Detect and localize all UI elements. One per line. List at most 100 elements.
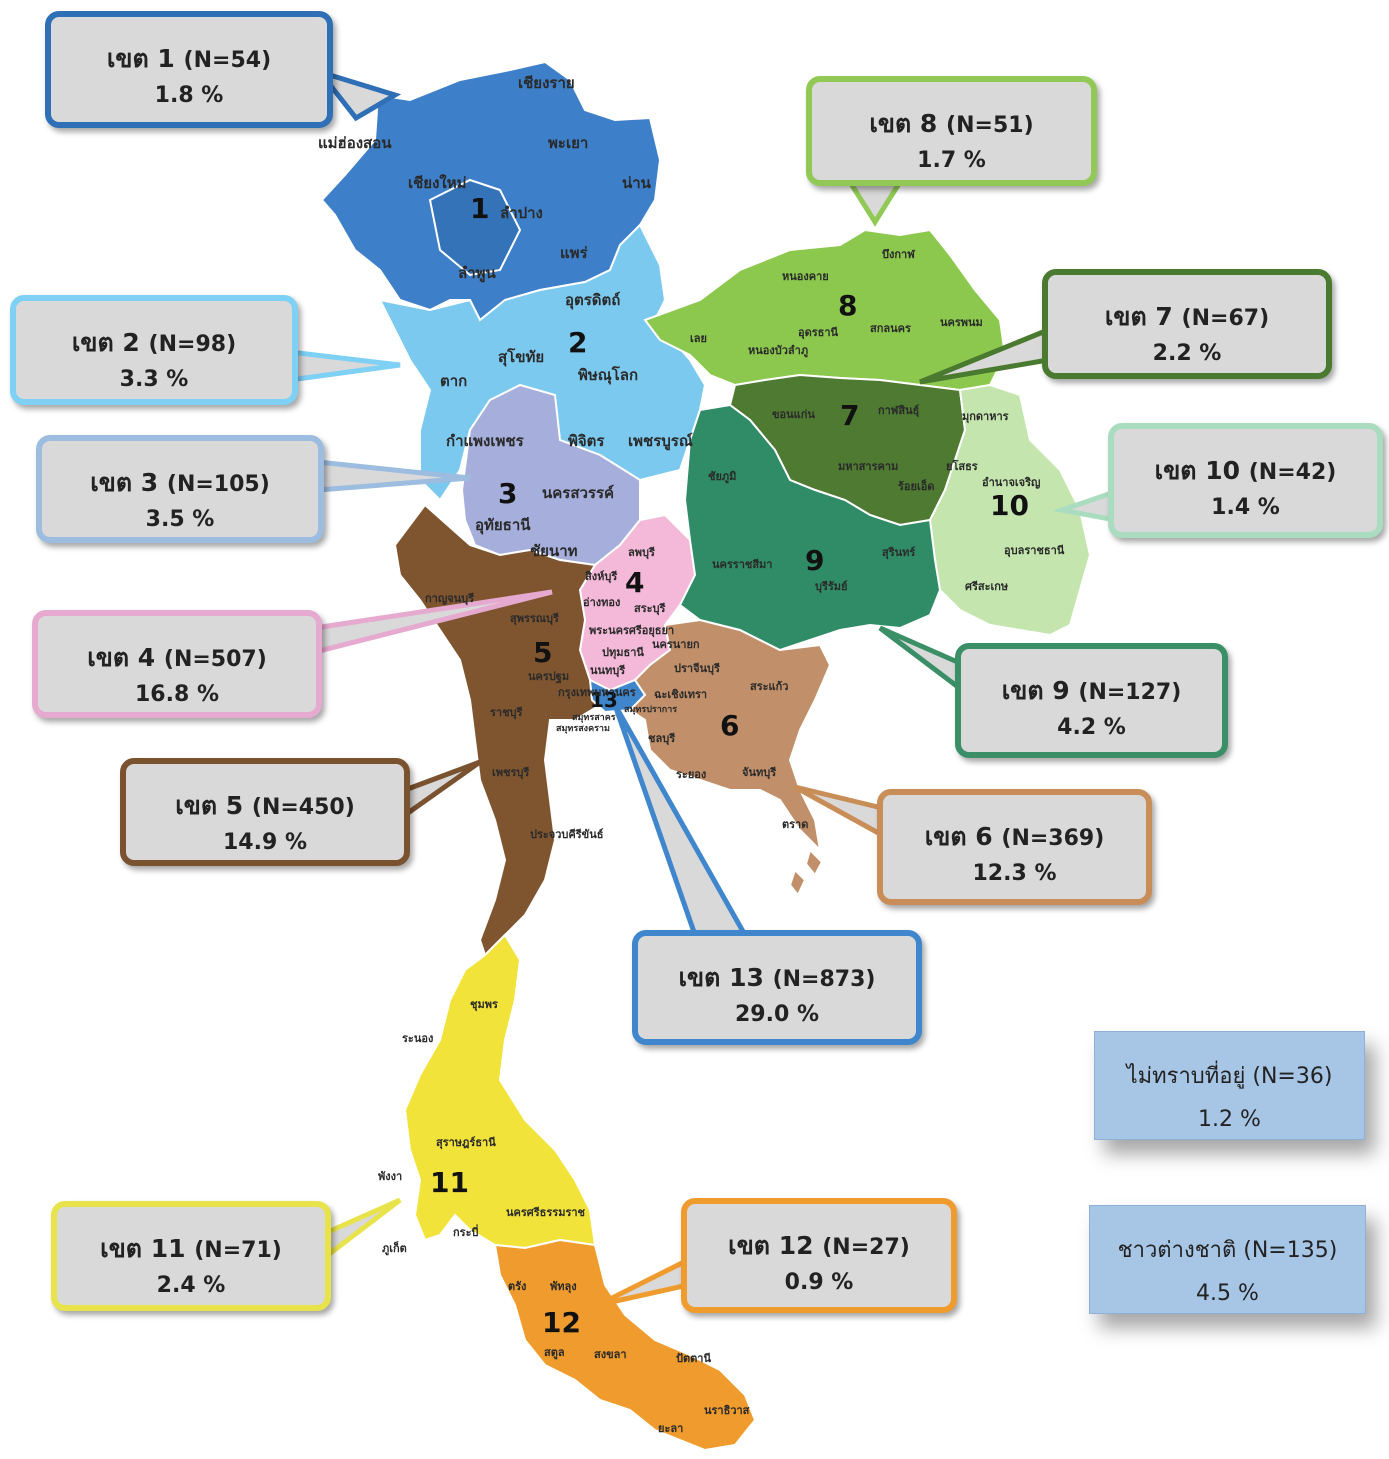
region-percent: 2.2 % bbox=[1152, 341, 1222, 366]
region-number-8: 8 bbox=[838, 289, 857, 322]
province-label: ฉะเชิงเทรา bbox=[654, 688, 707, 701]
region-percent: 12.3 % bbox=[972, 861, 1057, 886]
province-label: เชียงใหม่ bbox=[408, 174, 467, 192]
province-label: อำนาจเจริญ bbox=[982, 476, 1040, 489]
region-count: (N=507) bbox=[163, 647, 267, 672]
region-number-6: 6 bbox=[720, 709, 739, 742]
region-count: (N=51) bbox=[946, 113, 1034, 138]
province-label: เพชรบุรี bbox=[492, 766, 529, 780]
province-label: ปทุมธานี bbox=[602, 646, 644, 660]
region-label: เขต 8 bbox=[869, 109, 938, 138]
province-label: นครศรีธรรมราช bbox=[506, 1206, 586, 1219]
region-percent: 1.8 % bbox=[154, 83, 224, 108]
region-label: เขต 4 bbox=[87, 643, 156, 672]
province-label: สุราษฎร์ธานี bbox=[436, 1136, 496, 1150]
province-label: ชัยนาท bbox=[530, 542, 578, 560]
province-label: กาญจนบุรี bbox=[425, 592, 474, 606]
region-number-4: 4 bbox=[625, 566, 644, 599]
province-label: สกลนคร bbox=[870, 322, 911, 335]
region-label: เขต 7 bbox=[1104, 302, 1173, 331]
region-count: (N=27) bbox=[822, 1235, 910, 1260]
callout-region-12: เขต 12 (N=27) 0.9 % bbox=[681, 1198, 957, 1313]
region-label: เขต 9 bbox=[1001, 676, 1070, 705]
province-label: พระนครศรีอยุธยา bbox=[589, 624, 674, 638]
region-percent: 4.2 % bbox=[1057, 715, 1126, 740]
region-count: (N=54) bbox=[183, 48, 272, 73]
region-number-5: 5 bbox=[533, 636, 552, 669]
callout-region-6: เขต 6 (N=369) 12.3 % bbox=[877, 789, 1152, 905]
region-count: (N=98) bbox=[148, 332, 237, 357]
region-count: (N=105) bbox=[166, 472, 270, 497]
pointer-region-5 bbox=[402, 759, 482, 820]
province-label: ลำพูน bbox=[458, 264, 497, 283]
region-percent: 29.0 % bbox=[735, 1002, 819, 1027]
region-percent: 3.5 % bbox=[145, 507, 215, 532]
province-label: สมุทรปราการ bbox=[624, 704, 677, 715]
region-count: (N=873) bbox=[772, 967, 876, 992]
province-label: พัทลุง bbox=[550, 1280, 577, 1294]
callout-region-9: เขต 9 (N=127) 4.2 % bbox=[955, 643, 1228, 758]
province-label: ปราจีนบุรี bbox=[674, 662, 720, 676]
region-count: (N=450) bbox=[251, 795, 355, 820]
province-label: ชุมพร bbox=[470, 998, 498, 1012]
province-label: เพชรบูรณ์ bbox=[628, 432, 693, 451]
region-number-2: 2 bbox=[568, 326, 587, 359]
region-8-area bbox=[643, 228, 1007, 392]
province-label: ระนอง bbox=[402, 1032, 433, 1045]
region-percent: 3.3 % bbox=[119, 367, 189, 392]
region-label: เขต 3 bbox=[90, 468, 159, 497]
callout-region-10: เขต 10 (N=42) 1.4 % bbox=[1108, 423, 1383, 538]
province-label: ตรัง bbox=[508, 1280, 526, 1293]
province-label: นนทบุรี bbox=[590, 664, 625, 678]
region-percent: 2.4 % bbox=[156, 1273, 226, 1298]
province-label: สุพรรณบุรี bbox=[510, 612, 559, 626]
province-label: สุรินทร์ bbox=[882, 546, 915, 560]
region-count: (N=42) bbox=[1248, 460, 1337, 485]
province-label: สมุทรสาคร bbox=[572, 713, 616, 723]
region-percent: 1.4 % bbox=[1211, 495, 1280, 520]
province-label: หนองบัวลำภู bbox=[748, 344, 808, 358]
province-label: กรุงเทพมหานคร bbox=[558, 686, 636, 700]
province-label: แม่ฮ่องสอน bbox=[318, 134, 392, 152]
callout-region-1: เขต 1 (N=54) 1.8 % bbox=[45, 11, 333, 128]
note-label: ไม่ทราบที่อยู่ (N=36) bbox=[1126, 1064, 1333, 1089]
note-unknown-address: ไม่ทราบที่อยู่ (N=36) 1.2 % bbox=[1094, 1031, 1365, 1140]
region-label: เขต 1 bbox=[106, 44, 175, 73]
province-label: จันทบุรี bbox=[742, 766, 776, 780]
province-label: ยโสธร bbox=[946, 459, 978, 473]
pointer-region-8 bbox=[845, 179, 905, 227]
region-label: เขต 6 bbox=[924, 822, 993, 851]
province-label: ชัยภูมิ bbox=[708, 470, 736, 484]
province-label: นครปฐม bbox=[528, 670, 569, 684]
callout-region-7: เขต 7 (N=67) 2.2 % bbox=[1042, 269, 1332, 379]
region-numbers: 1 2 3 4 5 6 7 8 9 10 11 12 13 bbox=[430, 192, 1029, 1339]
region-percent: 14.9 % bbox=[223, 830, 307, 855]
province-label: สระบุรี bbox=[634, 602, 666, 616]
province-label: ตราด bbox=[782, 818, 808, 831]
region-number-7: 7 bbox=[840, 399, 859, 432]
region-label: เขต 10 bbox=[1154, 456, 1241, 485]
region-percent: 1.7 % bbox=[917, 148, 986, 173]
region-number-12: 12 bbox=[542, 1306, 581, 1339]
note-percent: 4.5 % bbox=[1196, 1281, 1259, 1306]
pointer-region-2 bbox=[287, 349, 401, 383]
province-label: อุดรธานี bbox=[798, 326, 839, 340]
region-number-13: 13 bbox=[590, 688, 618, 712]
callout-region-11: เขต 11 (N=71) 2.4 % bbox=[51, 1201, 331, 1311]
callout-region-4: เขต 4 (N=507) 16.8 % bbox=[32, 610, 322, 718]
province-label: นครพนม bbox=[940, 316, 983, 329]
callout-region-8: เขต 8 (N=51) 1.7 % bbox=[806, 76, 1097, 186]
callout-region-5: เขต 5 (N=450) 14.9 % bbox=[120, 758, 410, 866]
province-label: พะเยา bbox=[548, 134, 588, 152]
region-number-9: 9 bbox=[805, 544, 824, 577]
province-label: อุทัยธานี bbox=[475, 516, 531, 535]
region-percent: 0.9 % bbox=[784, 1270, 854, 1295]
province-label: นราธิวาส bbox=[704, 1404, 750, 1417]
province-label: สตูล bbox=[544, 1346, 565, 1360]
region-label: เขต 11 bbox=[100, 1234, 186, 1263]
province-label: ยะลา bbox=[658, 1422, 683, 1435]
province-label: ศรีสะเกษ bbox=[965, 580, 1009, 593]
region-number-11: 11 bbox=[430, 1166, 469, 1199]
region-count: (N=71) bbox=[194, 1238, 282, 1263]
